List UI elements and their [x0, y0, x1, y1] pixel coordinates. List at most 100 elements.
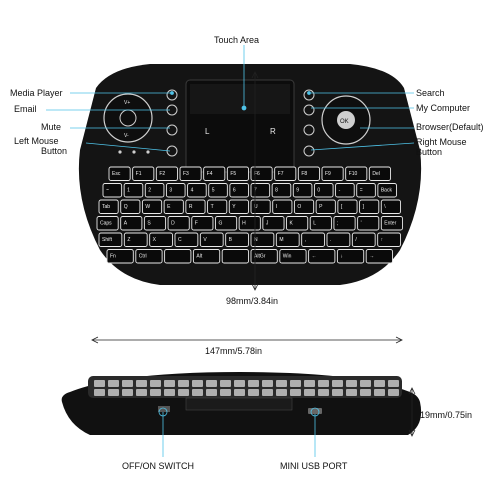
- key-label: ←: [312, 254, 317, 260]
- key: [207, 199, 228, 214]
- side-key: [192, 380, 203, 387]
- side-key: [150, 389, 161, 396]
- key-label: -: [339, 188, 341, 194]
- key: [275, 232, 300, 247]
- key: [286, 216, 309, 231]
- key-label: 9: [296, 188, 299, 194]
- key-label: /: [355, 237, 357, 243]
- key: [141, 199, 163, 214]
- key-label: Ctrl: [139, 254, 147, 260]
- key: [179, 166, 202, 181]
- key-label: 2: [148, 188, 151, 194]
- key: [313, 183, 334, 198]
- key: [225, 232, 249, 247]
- key: [226, 166, 249, 181]
- key: [187, 183, 207, 198]
- key: [221, 249, 249, 264]
- side-key: [318, 389, 329, 396]
- key-label: 6: [233, 188, 236, 194]
- key-label: U: [254, 204, 258, 210]
- key-label: Fn: [110, 254, 116, 260]
- key: [120, 216, 143, 231]
- key: [351, 232, 376, 247]
- side-key: [234, 380, 245, 387]
- ok-button-label: OK: [340, 119, 349, 125]
- key-label: ': [361, 221, 362, 227]
- side-key: [374, 380, 385, 387]
- key-label: B: [229, 237, 233, 243]
- side-key: [360, 389, 371, 396]
- key-label: E: [167, 204, 171, 210]
- key: [333, 216, 356, 231]
- key: [208, 183, 228, 198]
- side-key: [164, 380, 175, 387]
- label-left-mouse-1: Left Mouse: [14, 136, 59, 146]
- key-label: 4: [191, 188, 194, 194]
- side-key: [108, 389, 119, 396]
- key-label: F5: [230, 171, 236, 177]
- key-label: J: [266, 221, 269, 227]
- label-width: 147mm/5.78in: [205, 346, 263, 356]
- key-label: AltGr: [254, 254, 266, 260]
- key-label: F7: [278, 171, 284, 177]
- key: [163, 199, 184, 214]
- key-label: F9: [325, 171, 331, 177]
- label-search: Search: [416, 88, 445, 98]
- key-label: ]: [363, 204, 365, 210]
- key-label: G: [218, 221, 222, 227]
- side-key: [122, 389, 133, 396]
- key: [326, 232, 351, 247]
- key: [301, 232, 325, 247]
- key-label: ~: [106, 188, 109, 194]
- key-label: F8: [301, 171, 307, 177]
- key: [262, 216, 285, 231]
- key-label: ↑: [381, 237, 384, 243]
- key-label: 5: [212, 188, 215, 194]
- usb-port: [308, 408, 322, 414]
- key-label: V: [203, 237, 207, 243]
- key: [356, 183, 376, 198]
- key: [96, 216, 119, 231]
- side-key: [178, 380, 189, 387]
- key: [380, 216, 403, 231]
- key-label: F6: [254, 171, 260, 177]
- side-key: [136, 389, 147, 396]
- key: [250, 199, 271, 214]
- key: [229, 183, 249, 198]
- media-dpad: [103, 93, 153, 143]
- key-label: .: [330, 237, 331, 243]
- key-label: [: [341, 204, 343, 210]
- key-label: M: [279, 237, 283, 243]
- key-label: \: [384, 204, 386, 210]
- key: [123, 183, 144, 198]
- side-key: [94, 389, 105, 396]
- key: [359, 199, 380, 214]
- key-label: P: [319, 204, 323, 210]
- side-key: [276, 380, 287, 387]
- key: [309, 216, 332, 231]
- key: [143, 216, 167, 231]
- label-right-mouse-2: Button: [416, 147, 443, 157]
- side-key: [304, 380, 315, 387]
- key-label: S: [147, 221, 151, 227]
- key: [108, 166, 131, 181]
- key: [380, 199, 401, 214]
- key-label: D: [171, 221, 175, 227]
- side-key: [220, 380, 231, 387]
- key-label: 8: [275, 188, 278, 194]
- key: [368, 166, 391, 181]
- touch-button-label: L: [205, 127, 210, 136]
- side-key: [388, 389, 399, 396]
- key-label: Enter: [384, 221, 396, 227]
- key-label: O: [297, 204, 301, 210]
- key: [250, 232, 275, 247]
- key: [321, 166, 344, 181]
- key-label: Y: [232, 204, 236, 210]
- key-label: Del: [372, 171, 380, 177]
- key-label: Alt: [196, 254, 202, 260]
- side-key: [220, 389, 231, 396]
- label-right-mouse-1: Right Mouse: [416, 137, 467, 147]
- side-key: [388, 380, 399, 387]
- key-label: F3: [183, 171, 189, 177]
- key: [165, 183, 186, 198]
